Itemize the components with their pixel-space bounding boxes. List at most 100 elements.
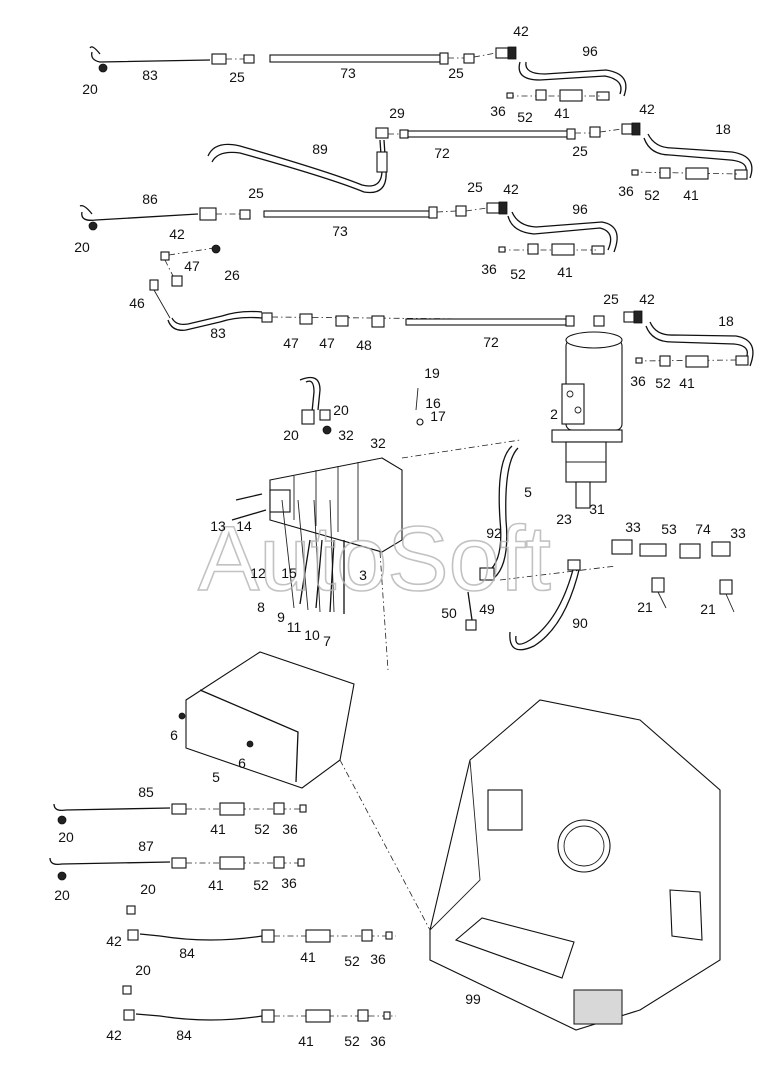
part-callout-15: 15 [281, 565, 297, 581]
part-callout-31: 31 [589, 501, 605, 517]
part-callout-14: 14 [236, 518, 252, 534]
part-callout-42: 42 [639, 291, 655, 307]
hoses-92-90 [465, 445, 617, 651]
part-callout-18: 18 [715, 121, 731, 137]
part-callout-52: 52 [510, 266, 526, 282]
part-callout-6: 6 [238, 755, 246, 771]
part-callout-42: 42 [169, 226, 185, 242]
part-callout-20: 20 [140, 881, 156, 897]
part-callout-32: 32 [370, 435, 386, 451]
part-callout-36: 36 [481, 261, 497, 277]
part-callout-41: 41 [683, 187, 699, 203]
part-callout-41: 41 [298, 1033, 314, 1049]
part-callout-33: 33 [730, 525, 746, 541]
row1-line [89, 46, 627, 102]
part-callout-52: 52 [344, 953, 360, 969]
part-callout-41: 41 [679, 375, 695, 391]
part-callout-42: 42 [503, 181, 519, 197]
part-callout-83: 83 [210, 325, 226, 341]
part-callout-25: 25 [467, 179, 483, 195]
row2-line [207, 122, 753, 194]
part-callout-12: 12 [250, 565, 266, 581]
part-callout-25: 25 [603, 291, 619, 307]
watermark-text: AutoSoft [198, 508, 551, 610]
part-callout-20: 20 [283, 427, 299, 443]
part-callout-25: 25 [448, 65, 464, 81]
part-callout-84: 84 [176, 1027, 192, 1043]
part-callout-20: 20 [82, 81, 98, 97]
part-callout-36: 36 [618, 183, 634, 199]
part-callout-53: 53 [661, 521, 677, 537]
part-callout-11: 11 [287, 619, 302, 635]
part-callout-3: 3 [359, 567, 367, 583]
part-callout-36: 36 [281, 875, 297, 891]
part-callout-86: 86 [142, 191, 158, 207]
part-callout-6: 6 [170, 727, 178, 743]
part-callout-52: 52 [517, 109, 533, 125]
cover-plate [178, 651, 355, 789]
part-callout-23: 23 [556, 511, 572, 527]
part-callout-8: 8 [257, 599, 265, 615]
part-callout-72: 72 [483, 334, 499, 350]
part-callout-47: 47 [184, 258, 200, 274]
part-callout-32: 32 [338, 427, 354, 443]
part-callout-36: 36 [490, 103, 506, 119]
part-callout-90: 90 [572, 615, 588, 631]
part-callout-52: 52 [644, 187, 660, 203]
control-valve [231, 376, 521, 671]
part-callout-52: 52 [344, 1033, 360, 1049]
part-callout-87: 87 [138, 838, 154, 854]
part-callout-73: 73 [332, 223, 348, 239]
part-callout-2: 2 [550, 406, 558, 422]
part-callout-72: 72 [434, 145, 450, 161]
part-callout-25: 25 [229, 69, 245, 85]
row3-line [79, 201, 618, 256]
bottom-rows [49, 802, 396, 1023]
part-callout-74: 74 [695, 521, 711, 537]
part-callout-52: 52 [254, 821, 270, 837]
part-callout-25: 25 [248, 185, 264, 201]
part-callout-5: 5 [524, 484, 532, 500]
part-callout-36: 36 [630, 373, 646, 389]
part-callout-20: 20 [54, 887, 70, 903]
part-callout-26: 26 [224, 267, 240, 283]
part-callout-52: 52 [253, 877, 269, 893]
part-callout-36: 36 [370, 951, 386, 967]
part-callout-84: 84 [179, 945, 195, 961]
part-callout-9: 9 [277, 609, 285, 625]
part-callout-10: 10 [304, 627, 320, 643]
part-callout-73: 73 [340, 65, 356, 81]
part-callout-47: 47 [319, 335, 335, 351]
part-callout-92: 92 [486, 525, 502, 541]
part-callout-21: 21 [637, 599, 653, 615]
part-callout-7: 7 [323, 633, 331, 649]
part-callout-13: 13 [210, 518, 226, 534]
part-callout-36: 36 [370, 1033, 386, 1049]
part-callout-83: 83 [142, 67, 158, 83]
part-callout-18: 18 [718, 313, 734, 329]
part-callout-17: 17 [430, 408, 446, 424]
part-callout-42: 42 [639, 101, 655, 117]
part-callout-99: 99 [465, 991, 481, 1007]
part-callout-52: 52 [655, 375, 671, 391]
rotary-joint [551, 331, 623, 509]
part-callout-41: 41 [557, 264, 573, 280]
part-callout-50: 50 [441, 605, 457, 621]
part-callout-20: 20 [333, 402, 349, 418]
part-callout-5: 5 [212, 769, 220, 785]
part-callout-19: 19 [424, 365, 440, 381]
part-callout-89: 89 [312, 141, 328, 157]
part-callout-96: 96 [582, 43, 598, 59]
part-callout-48: 48 [356, 337, 372, 353]
part-callout-20: 20 [74, 239, 90, 255]
part-callout-20: 20 [135, 962, 151, 978]
part-callout-41: 41 [208, 877, 224, 893]
part-callout-42: 42 [106, 1027, 122, 1043]
row4-line [149, 244, 754, 368]
part-callout-42: 42 [106, 933, 122, 949]
part-callout-41: 41 [554, 105, 570, 121]
part-callout-49: 49 [479, 601, 495, 617]
part-callout-47: 47 [283, 335, 299, 351]
